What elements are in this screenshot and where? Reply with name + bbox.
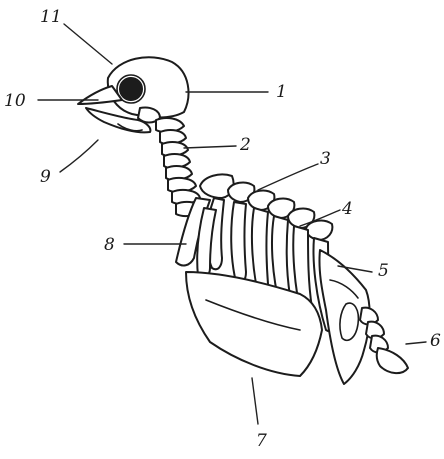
label-7: 7 — [256, 431, 267, 451]
label-2: 2 — [239, 135, 251, 155]
label-8: 8 — [104, 235, 115, 255]
eye-socket — [120, 78, 142, 100]
leader-7 — [252, 378, 258, 424]
label-11: 11 — [40, 7, 62, 27]
leader-11 — [64, 24, 112, 64]
leader-6 — [406, 342, 426, 344]
label-9: 9 — [40, 167, 51, 187]
leader-2 — [184, 146, 236, 148]
label-10: 10 — [4, 91, 26, 111]
label-1: 1 — [276, 82, 287, 102]
label-6: 6 — [430, 331, 441, 351]
label-5: 5 — [378, 261, 389, 281]
leader-9 — [60, 140, 98, 172]
leader-3 — [258, 164, 318, 190]
label-4: 4 — [341, 199, 353, 219]
label-3: 3 — [320, 149, 331, 169]
